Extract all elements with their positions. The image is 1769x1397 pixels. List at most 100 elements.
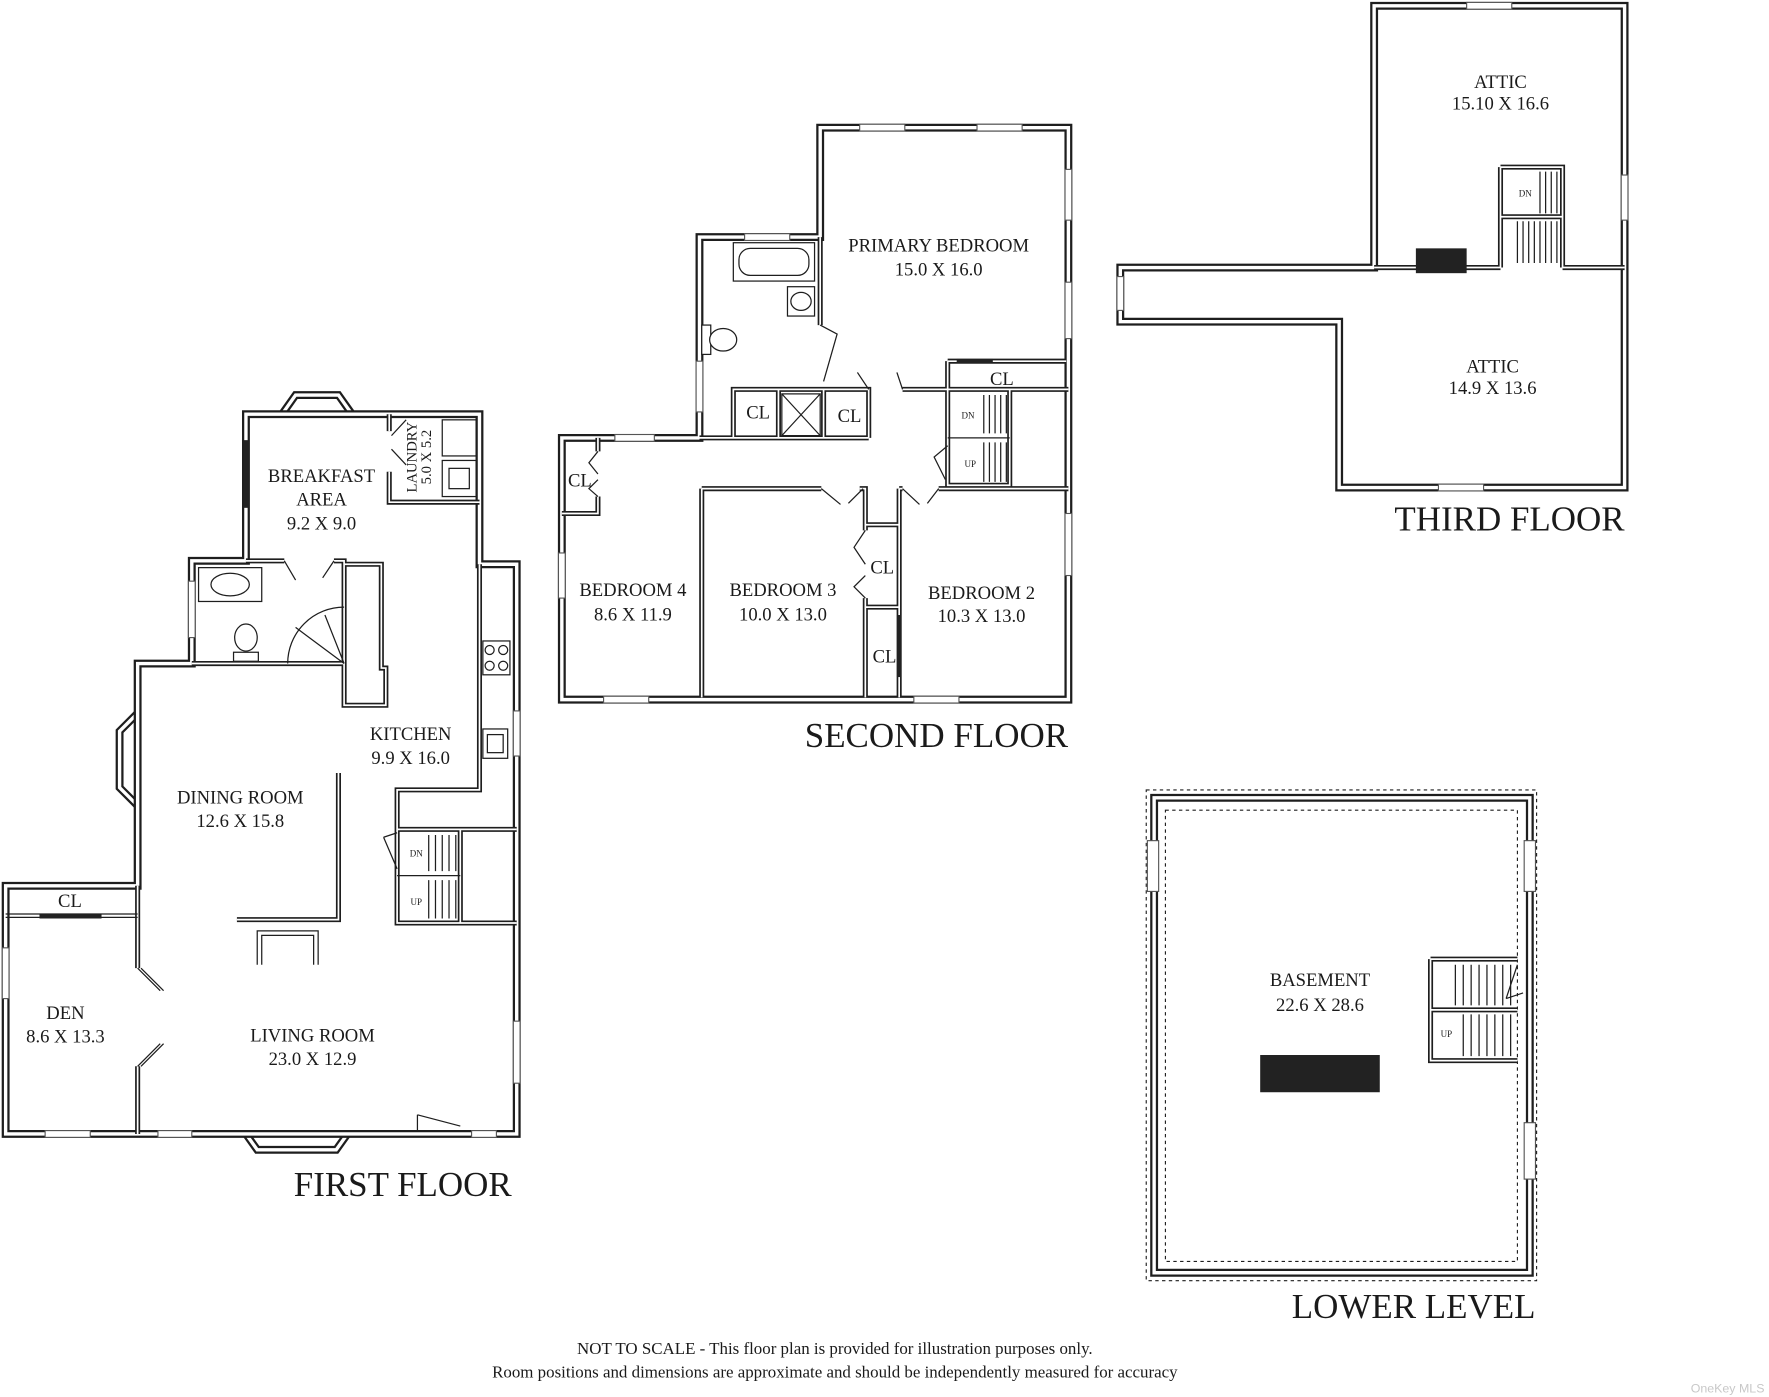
burner (498, 660, 509, 671)
den-closet-door (39, 913, 102, 919)
window (1, 947, 10, 1000)
window (512, 1020, 521, 1084)
den-size: 8.6 X 13.3 (26, 1027, 105, 1048)
dining-room-name: DINING ROOM (177, 787, 304, 808)
window (557, 552, 566, 599)
dryer-door (448, 467, 470, 490)
burner (498, 644, 509, 656)
attic-lower-name: ATTIC (1466, 356, 1519, 377)
first-floor-title: FIRST FLOOR (294, 1165, 513, 1204)
disclaimer-line-2: Room positions and dimensions are approx… (492, 1363, 1178, 1382)
window (1466, 1, 1513, 10)
corner-shower (287, 606, 345, 665)
breakfast-area-name-line-2: AREA (296, 490, 347, 511)
toilet (709, 327, 738, 352)
lower-level-exterior-walls (1154, 798, 1530, 1273)
attic-upper-size: 15.10 X 16.6 (1452, 94, 1549, 115)
first-floor-doors (137, 419, 461, 1132)
basement-stair-treads (1454, 964, 1524, 1057)
third-floor-stairs-down: DN (1519, 188, 1533, 198)
bedroom-4-closet-label: CL (568, 470, 592, 491)
primary-closet-label: CL (990, 369, 1014, 390)
basement-size: 22.6 X 28.6 (1276, 995, 1364, 1016)
toilet-tank (232, 651, 259, 662)
breakfast-area-size: 9.2 X 9.0 (287, 513, 356, 534)
burner (484, 660, 495, 671)
window (695, 360, 704, 413)
window (44, 1130, 91, 1138)
window (1064, 281, 1073, 340)
third-floor-plan: ATTIC 15.10 X 16.6 DN ATTIC 14.9 X 13.6 … (1116, 1, 1629, 538)
window (913, 695, 960, 704)
attic-upper-name: ATTIC (1474, 72, 1527, 93)
window (512, 710, 521, 757)
kitchen-size: 9.9 X 16.0 (371, 748, 450, 769)
basement-stair-walls-inner (1429, 958, 1519, 1062)
basement-stairs-up: UP (1441, 1029, 1453, 1039)
lower-level-exterior-walls-inner (1152, 796, 1532, 1275)
bedroom-4-name: BEDROOM 4 (579, 580, 687, 601)
second-floor-doors (588, 324, 949, 599)
window (471, 1130, 497, 1138)
second-floor-stairs-down: DN (961, 411, 975, 421)
window (744, 233, 791, 242)
bedroom-2-size: 10.3 X 13.0 (938, 606, 1026, 627)
boiler (1260, 1055, 1380, 1093)
third-floor-title: THIRD FLOOR (1394, 499, 1625, 538)
attic-lower-size: 14.9 X 13.6 (1449, 378, 1537, 399)
third-floor-exterior-walls-inner (1118, 4, 1627, 490)
third-floor-interior-walls (1374, 167, 1624, 267)
lower-level-plan: BASEMENT 22.6 X 28.6 UP LOWER LEVEL (1145, 789, 1538, 1326)
bathtub-basin (738, 247, 810, 277)
kitchen-sink-basin (486, 733, 504, 754)
breakfast-sliding-door (243, 440, 250, 508)
shower-drain-lines (781, 393, 821, 437)
hall-closet-label: CL (838, 406, 862, 427)
window (1523, 840, 1537, 892)
window (1523, 1122, 1537, 1180)
window (1116, 275, 1125, 311)
foundation-inner-outline (1164, 809, 1518, 1263)
bedroom-2-name: BEDROOM 2 (928, 583, 1035, 604)
window (1064, 168, 1073, 221)
window (614, 433, 655, 442)
kitchen-name: KITCHEN (370, 724, 452, 745)
bedroom-3-size: 10.0 X 13.0 (739, 605, 827, 626)
burner (484, 644, 495, 656)
bath-sink (210, 572, 250, 597)
window (603, 695, 650, 704)
second-floor-title: SECOND FLOOR (805, 716, 1069, 755)
sink (790, 291, 812, 312)
living-room-name: LIVING ROOM (250, 1025, 375, 1046)
living-room-size: 23.0 X 12.9 (269, 1049, 357, 1070)
hall-closet-label: CL (746, 403, 770, 424)
lower-level-title: LOWER LEVEL (1292, 1287, 1536, 1326)
laundry-name: LAUNDRY (404, 421, 420, 492)
third-floor-stair-treads (1516, 171, 1558, 264)
toilet (234, 623, 258, 652)
dining-room-size: 12.6 X 15.8 (196, 811, 284, 832)
window (1437, 483, 1485, 492)
first-floor-stairs-up: UP (411, 897, 423, 907)
basement-name: BASEMENT (1270, 970, 1371, 991)
first-floor-stairs-down: DN (410, 848, 424, 858)
window (187, 580, 196, 639)
window (157, 1130, 193, 1138)
window (1146, 840, 1160, 892)
window (1620, 174, 1629, 221)
bedroom-4-size: 8.6 X 11.9 (594, 605, 672, 626)
window (1064, 512, 1073, 577)
primary-bedroom-size: 15.0 X 16.0 (895, 259, 983, 280)
bedroom-2-closet-sliding-door (896, 615, 902, 678)
den-name: DEN (46, 1003, 85, 1024)
second-floor-stair-treads (947, 395, 1010, 482)
window (859, 123, 906, 132)
first-floor-stair-treads (397, 835, 461, 919)
watermark: OneKey MLS (1691, 1381, 1765, 1395)
window (976, 123, 1023, 132)
den-closet-label: CL (58, 891, 82, 912)
bedroom-3-closet-label: CL (870, 557, 894, 578)
laundry-size: 5.0 X 5.2 (419, 430, 435, 485)
dryer (441, 459, 477, 498)
